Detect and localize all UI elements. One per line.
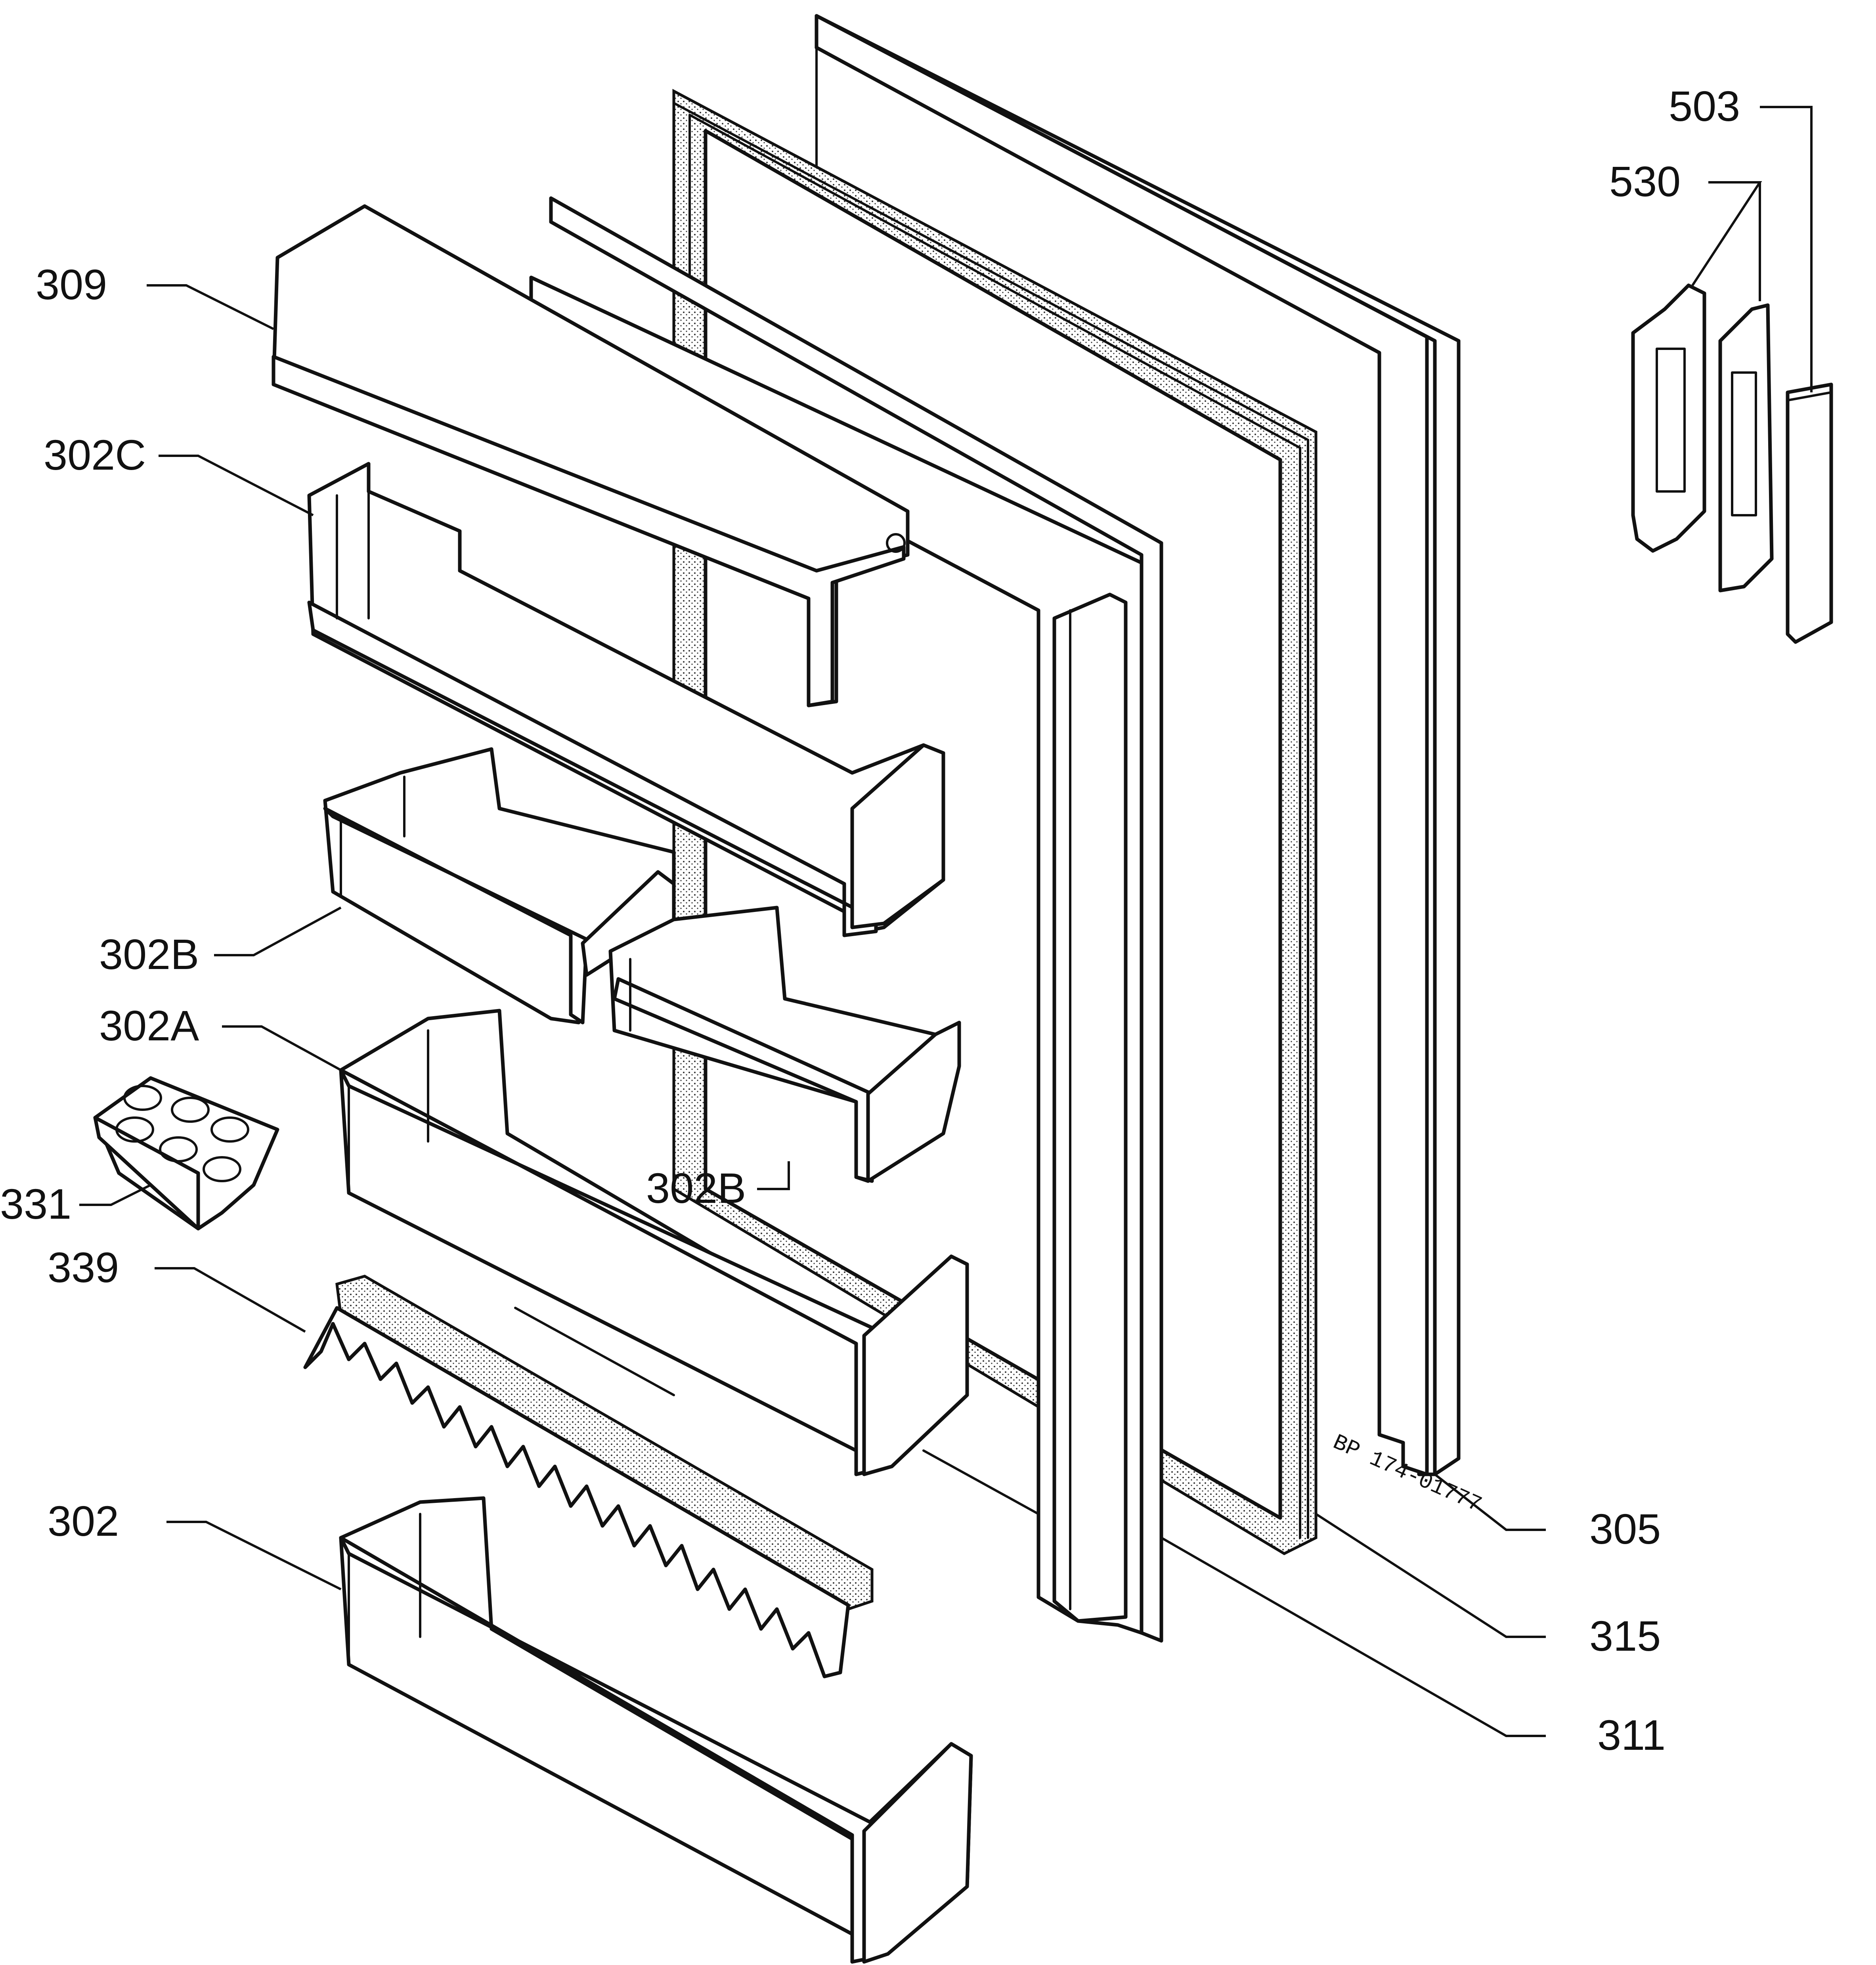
label-305: 305 [1589,1505,1661,1553]
label-339: 339 [48,1243,119,1291]
label-302: 302 [48,1497,119,1545]
label-302b-right: 302B [646,1164,746,1212]
top-shelf-cover-309 [272,204,910,707]
hinge-cover-503 [1786,382,1833,644]
label-315: 315 [1589,1612,1661,1660]
door-shelf-302a [339,1009,969,1476]
leader-lines [79,106,1813,1737]
bottle-retainer-339 [303,1275,874,1678]
label-309: 309 [36,260,107,308]
part-labels: 503 530 309 302C 302B 302A 302B 331 339 … [0,82,1740,1759]
label-331: 331 [0,1180,71,1228]
label-503: 503 [1669,82,1740,130]
label-302c: 302C [44,431,146,479]
bottle-shelf-302b-right [608,906,961,1183]
door-shelf-302 [339,1496,973,1964]
bottle-shelf-302b-left [323,747,676,1025]
hinge-530 [1631,283,1774,593]
label-302b-left: 302B [99,930,199,978]
label-311: 311 [1597,1711,1666,1759]
label-530: 530 [1609,157,1681,205]
egg-tray-331 [93,1076,279,1231]
door-shelf-302c [307,462,945,937]
label-302a: 302A [99,1002,199,1049]
